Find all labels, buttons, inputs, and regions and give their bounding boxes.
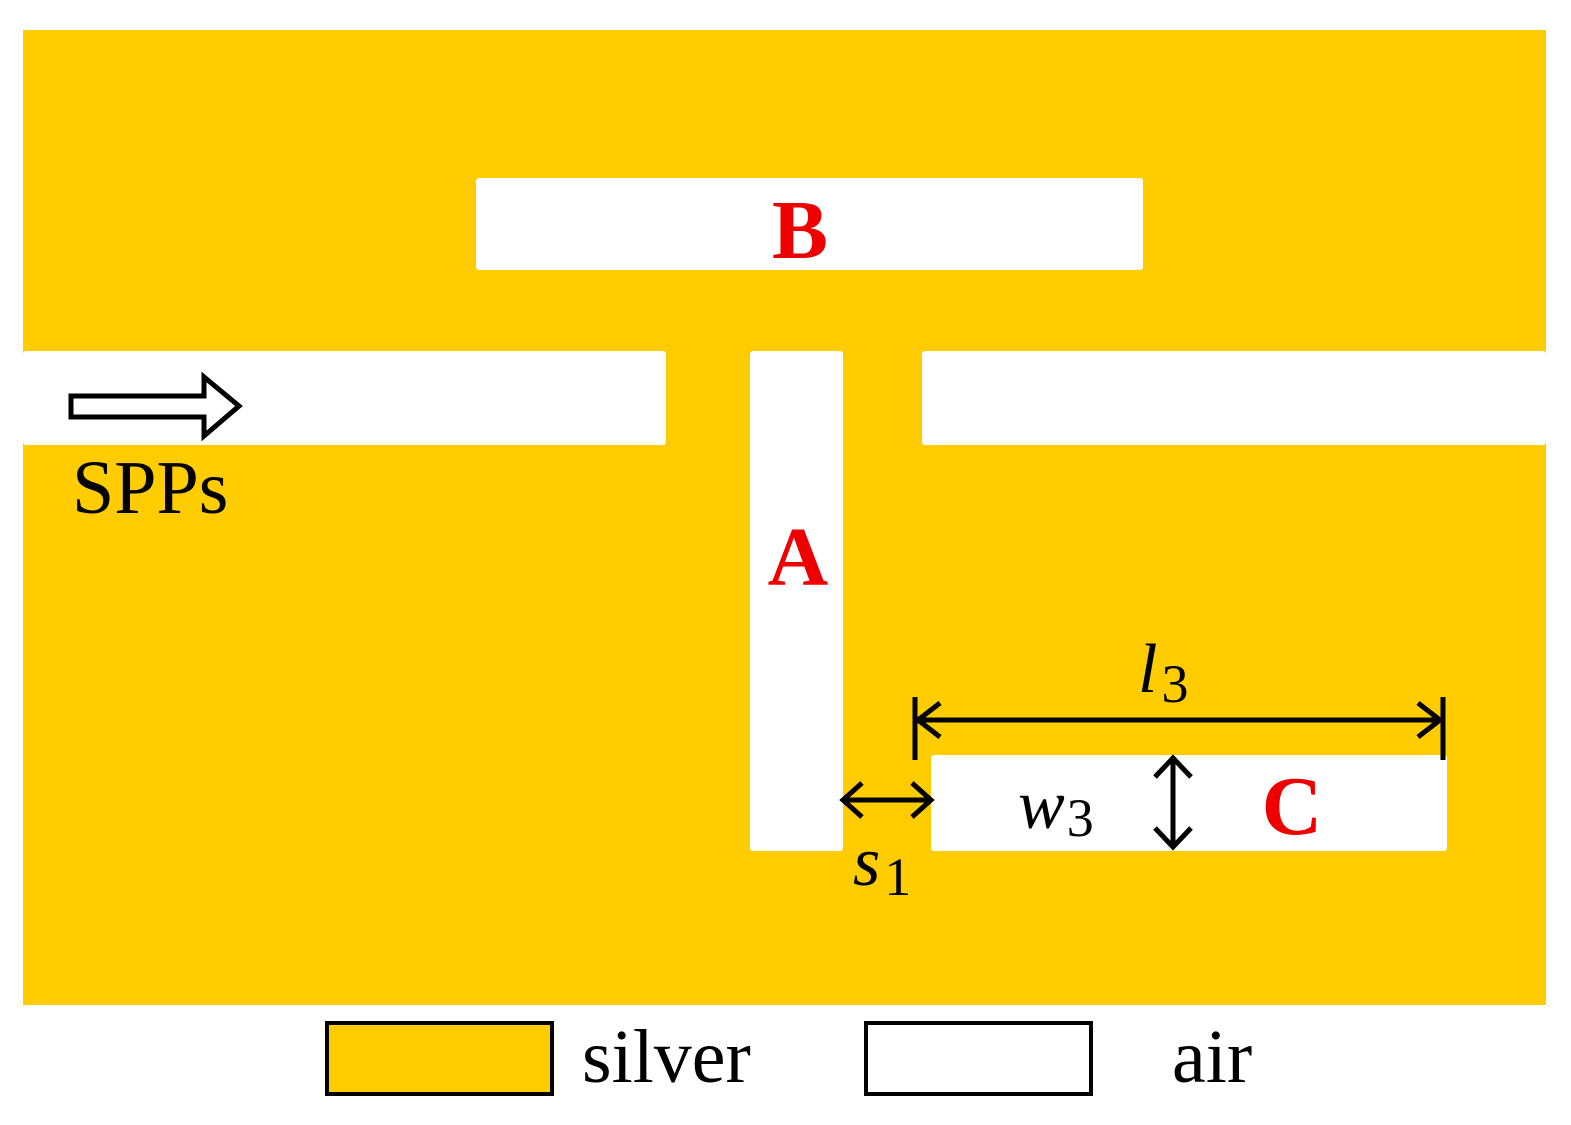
- s1-dimension: s1: [839, 781, 935, 907]
- bus-waveguide-right: [922, 351, 1546, 445]
- s1-symbol: s: [853, 824, 880, 901]
- legend: silver air: [325, 1015, 1252, 1099]
- legend-air-label: air: [1172, 1015, 1252, 1099]
- legend-silver-swatch: [325, 1021, 554, 1096]
- hollow-right-arrow-icon: [68, 371, 243, 442]
- spps-label: SPPs: [72, 446, 228, 530]
- cavity-b-label: B: [772, 184, 828, 277]
- cavity-b: [476, 178, 1143, 270]
- l3-subscript: 3: [1161, 654, 1188, 714]
- svg-text:s1: s1: [853, 824, 911, 907]
- bus-waveguide-left: [23, 351, 666, 445]
- svg-text:l3: l3: [1138, 631, 1188, 714]
- w3-symbol: w: [1018, 767, 1065, 844]
- cavity-a-label: A: [768, 511, 829, 604]
- cavity-c-label: C: [1262, 760, 1323, 853]
- legend-air-swatch: [864, 1021, 1093, 1096]
- legend-silver-label: silver: [582, 1015, 751, 1099]
- w3-dimension: w3: [1018, 754, 1193, 851]
- l3-symbol: l: [1138, 631, 1157, 708]
- cavity-c: [931, 755, 1447, 851]
- l3-dimension: l3: [912, 631, 1446, 760]
- w3-subscript: 3: [1067, 788, 1094, 848]
- cavity-a: [750, 351, 843, 851]
- s1-subscript: 1: [884, 847, 911, 907]
- svg-text:w3: w3: [1018, 767, 1094, 848]
